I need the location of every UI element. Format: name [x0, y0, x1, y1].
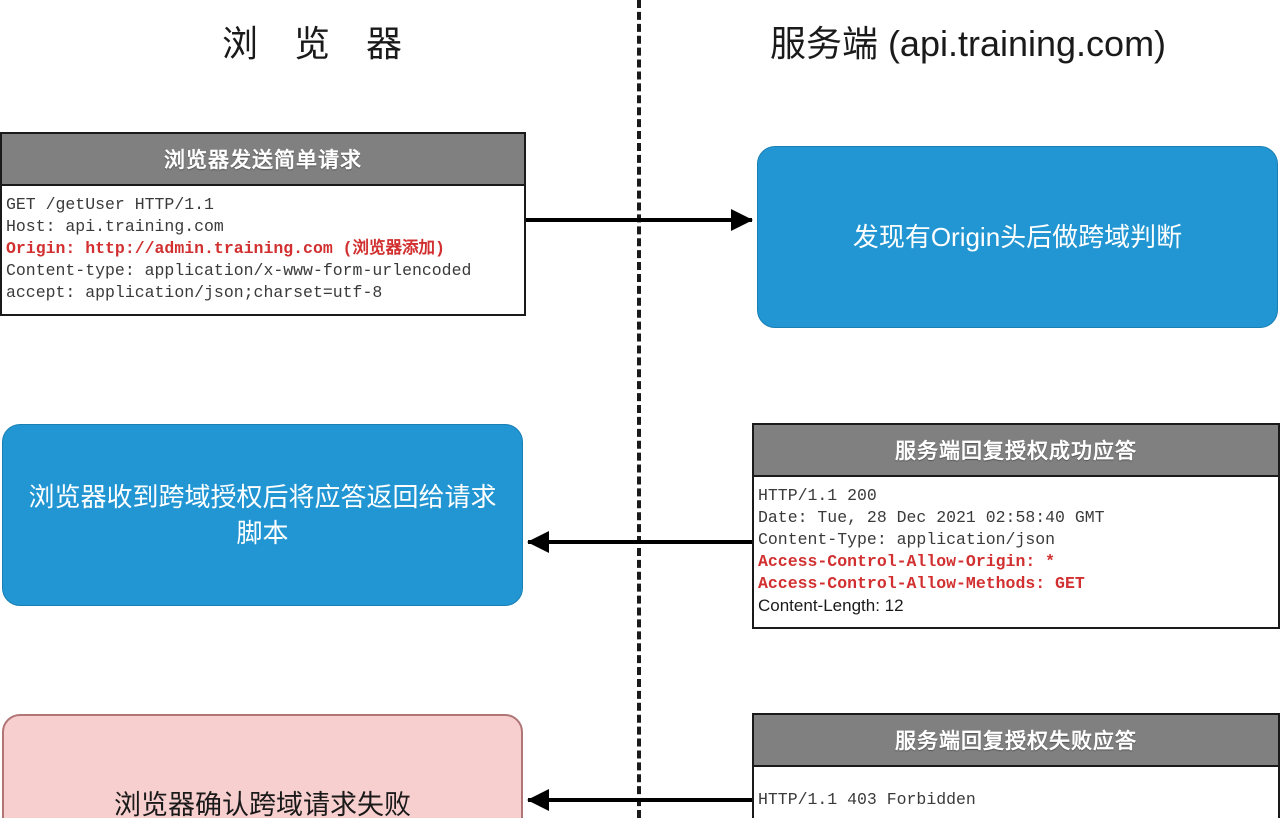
message-box-body: HTTP/1.1 200 Date: Tue, 28 Dec 2021 02:5… — [754, 477, 1278, 627]
column-title-server: 服务端 (api.training.com) — [769, 23, 1167, 64]
http-header-line: HTTP/1.1 200 — [758, 486, 877, 505]
column-title-browser: 浏 览 器 — [221, 23, 415, 64]
http-header-line-allow-methods: Access-Control-Allow-Methods: GET — [758, 574, 1085, 593]
message-box-title: 浏览器发送简单请求 — [164, 149, 362, 172]
message-box-title: 服务端回复授权成功应答 — [895, 440, 1137, 463]
http-header-line: accept: application/json;charset=utf-8 — [6, 283, 383, 302]
http-header-line: Date: Tue, 28 Dec 2021 02:58:40 GMT — [758, 508, 1105, 527]
bubble-label: 发现有Origin头后做跨域判断 — [852, 222, 1183, 252]
lifeline-divider — [637, 0, 641, 818]
http-header-line: HTTP/1.1 403 Forbidden — [758, 790, 976, 809]
arrow-head-left-icon — [527, 789, 549, 811]
http-header-line-origin: Origin: http://admin.training.com (浏览器添加… — [6, 239, 445, 258]
bubble-server-cors-check: 发现有Origin头后做跨域判断 — [757, 146, 1278, 328]
bubble-browser-deliver-response: 浏览器收到跨域授权后将应答返回给请求脚本 — [2, 424, 523, 606]
arrow-shaft — [528, 798, 752, 802]
arrow-head-right-icon — [731, 209, 753, 231]
message-box-header-bar: 服务端回复授权失败应答 — [752, 713, 1280, 767]
arrow-head-left-icon — [527, 531, 549, 553]
http-header-line-content-length: Content-Length: 12 — [758, 596, 904, 615]
message-box-body: HTTP/1.1 403 Forbidden — [754, 767, 1278, 818]
message-box-title: 服务端回复授权失败应答 — [895, 730, 1137, 753]
arrow-shaft — [528, 540, 752, 544]
http-header-line: Host: api.training.com — [6, 217, 224, 236]
message-box-header-bar: 服务端回复授权成功应答 — [752, 423, 1280, 477]
http-header-line-allow-origin: Access-Control-Allow-Origin: * — [758, 552, 1056, 571]
message-box-server-failure-response: 服务端回复授权失败应答 HTTP/1.1 403 Forbidden — [752, 713, 1280, 818]
http-header-line: GET /getUser HTTP/1.1 — [6, 195, 214, 214]
bubble-label: 浏览器确认跨域请求失败 — [114, 790, 411, 818]
message-box-server-success-response: 服务端回复授权成功应答 HTTP/1.1 200 Date: Tue, 28 D… — [752, 423, 1280, 629]
message-box-browser-simple-request: 浏览器发送简单请求 GET /getUser HTTP/1.1 Host: ap… — [0, 132, 526, 316]
bubble-browser-request-failed: 浏览器确认跨域请求失败 — [2, 714, 523, 818]
message-box-body: GET /getUser HTTP/1.1 Host: api.training… — [2, 186, 524, 314]
message-box-header-bar: 浏览器发送简单请求 — [0, 132, 526, 186]
arrow-shaft — [526, 218, 752, 222]
http-header-line: Content-Type: application/json — [758, 530, 1056, 549]
http-header-line: Content-type: application/x-www-form-url… — [6, 261, 472, 280]
bubble-label: 浏览器收到跨域授权后将应答返回给请求脚本 — [28, 482, 497, 548]
